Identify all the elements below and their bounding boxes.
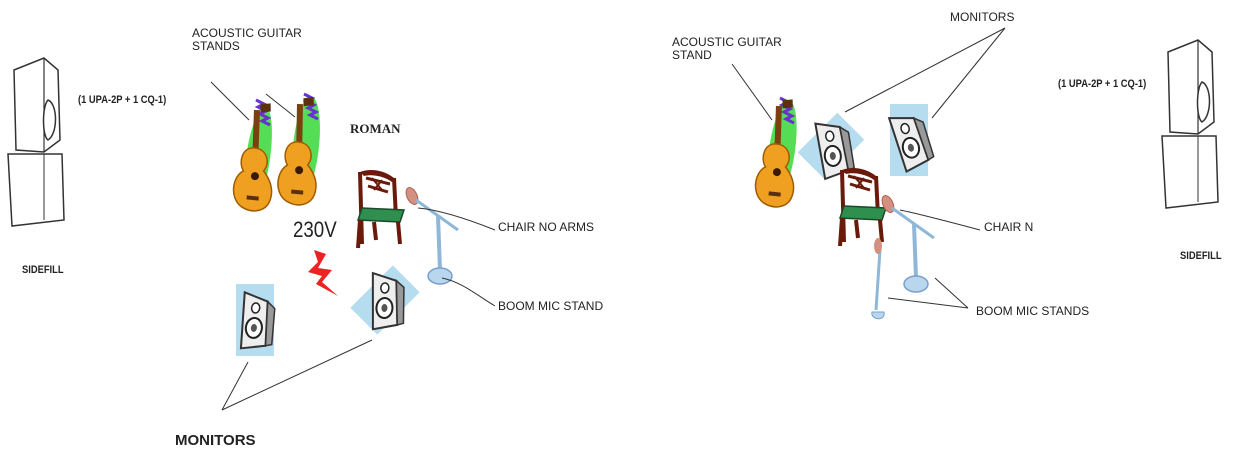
guitar-leader-line-right xyxy=(731,63,773,121)
guitar-stand-left-1 xyxy=(230,98,282,214)
monitors-leader-lines-right xyxy=(844,27,1006,119)
sidefill-speaker-right xyxy=(1161,39,1219,209)
sidefill-label-left: SIDEFILL xyxy=(22,264,64,276)
mic-label-left: BOOM MIC STAND xyxy=(498,299,604,313)
speaker-spec-left: (1 UPA-2P + 1 CQ-1) xyxy=(78,94,167,106)
monitor-left-2 xyxy=(350,265,420,335)
monitors-label-right: MONITORS xyxy=(950,10,1015,24)
boom-mic-stand-right-1 xyxy=(877,191,936,294)
power-bolt-icon xyxy=(308,250,338,296)
monitor-right-1 xyxy=(797,112,865,181)
guitar-stand-right xyxy=(752,95,804,210)
chair-label-left: CHAIR NO ARMS xyxy=(498,220,595,234)
monitors-label-left: MONITORS xyxy=(175,432,256,449)
chair-left xyxy=(356,168,406,250)
power-label: 230V xyxy=(293,217,337,242)
mic-label-right: BOOM MIC STANDS xyxy=(976,304,1090,318)
monitors-leader-lines-left xyxy=(221,339,373,411)
sidefill-speaker-left xyxy=(7,57,65,227)
chair-right xyxy=(838,166,888,248)
boom-mic-stand-right-2 xyxy=(871,238,885,320)
performer-name: ROMAN xyxy=(350,121,401,136)
chair-mic-leader-lines-right xyxy=(887,209,981,309)
sidefill-label-right: SIDEFILL xyxy=(1180,250,1222,262)
guitar-leader-lines xyxy=(210,81,296,121)
speaker-spec-right: (1 UPA-2P + 1 CQ-1) xyxy=(1058,78,1147,90)
chair-mic-leader-lines xyxy=(417,207,496,307)
monitor-left-1 xyxy=(235,284,280,356)
guitar-stands-label: ACOUSTIC GUITAR STANDS xyxy=(192,26,302,53)
monitor-right-2 xyxy=(888,104,937,176)
guitar-stand-left-2 xyxy=(275,92,325,208)
chair-label-right: CHAIR N xyxy=(984,220,1034,234)
boom-mic-stand-left xyxy=(401,183,460,286)
guitar-stand-label-right: ACOUSTIC GUITAR STAND xyxy=(672,35,782,62)
